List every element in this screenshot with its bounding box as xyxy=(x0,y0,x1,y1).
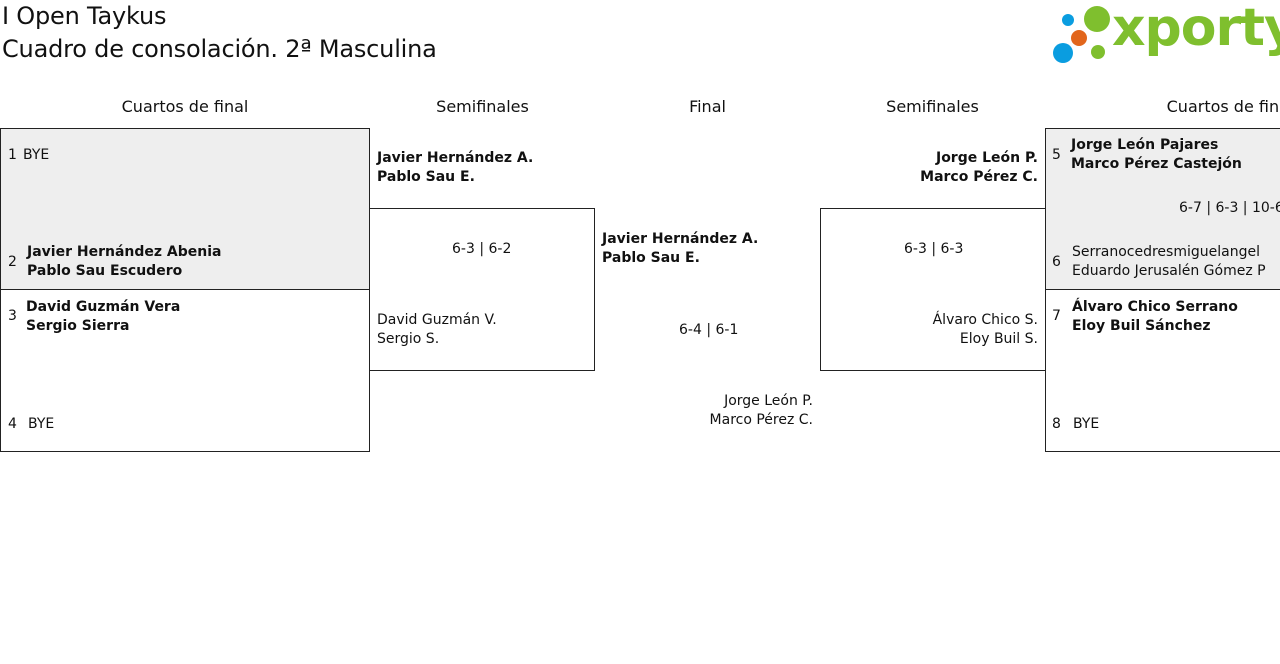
qf-right-content: 5 Jorge León Pajares Marco Pérez Castejó… xyxy=(1045,128,1280,452)
xporty-logo: xporty xyxy=(1050,0,1280,66)
seed-number: 4 xyxy=(8,416,17,432)
page-subtitle: Cuadro de consolación. 2ª Masculina xyxy=(2,35,437,63)
sf-right-team-top-2: Marco Pérez C. xyxy=(920,169,1038,185)
team-player-1: Serranocedresmiguelangel xyxy=(1072,244,1260,260)
team-bye: BYE xyxy=(28,416,55,432)
sf-right-team-bottom-2: Eloy Buil S. xyxy=(959,331,1038,347)
round-header-final: Final xyxy=(689,97,726,116)
qf-right-score: 6-7 | 6-3 | 10-6 xyxy=(1179,200,1280,216)
final-team-bottom-1: Jorge León P. xyxy=(724,393,813,409)
seed-number: 7 xyxy=(1052,308,1061,324)
team-player-2: Pablo Sau Escudero xyxy=(27,263,183,279)
team-player-2: Marco Pérez Castejón xyxy=(1071,156,1242,172)
team-player-1: Álvaro Chico Serrano xyxy=(1072,299,1238,315)
seed-number: 8 xyxy=(1052,416,1061,432)
page-title: I Open Taykus xyxy=(2,2,167,30)
sf-left-team-top-1: Javier Hernández A. xyxy=(377,150,534,166)
sf-right-team-bottom-1: Álvaro Chico S. xyxy=(932,312,1038,328)
round-header-right-sf: Semifinales xyxy=(886,97,979,116)
round-header-right-qf: Cuartos de final xyxy=(1166,97,1280,116)
sf-right-team-top-1: Jorge León P. xyxy=(935,150,1038,166)
qf-left-match-1[interactable] xyxy=(0,128,370,290)
sf-left-match[interactable] xyxy=(369,208,595,371)
round-header-left-qf: Cuartos de final xyxy=(121,97,249,116)
final-team-top-1: Javier Hernández A. xyxy=(602,231,759,247)
team-player-1: Jorge León Pajares xyxy=(1071,137,1219,153)
team-player-1: David Guzmán Vera xyxy=(26,299,181,315)
team-player-1: Javier Hernández Abenia xyxy=(27,244,222,260)
logo-wordmark: xporty xyxy=(1112,0,1280,58)
seed-number: 2 xyxy=(8,254,17,270)
seed-number: 5 xyxy=(1052,147,1061,163)
seed-number: 6 xyxy=(1052,254,1061,270)
final-team-top-2: Pablo Sau E. xyxy=(602,250,700,266)
sf-left-team-bottom-1: David Guzmán V. xyxy=(377,312,497,328)
team-player-2: Eloy Buil Sánchez xyxy=(1072,318,1211,334)
final-team-bottom-2: Marco Pérez C. xyxy=(709,412,813,428)
seed-number: 1 xyxy=(8,147,17,163)
sf-left-team-bottom-2: Sergio S. xyxy=(377,331,440,347)
team-player-2: Sergio Sierra xyxy=(26,318,130,334)
sf-left-score: 6-3 | 6-2 xyxy=(452,241,512,257)
team-bye: BYE xyxy=(1073,416,1100,432)
team-player-2: Eduardo Jerusalén Gómez P xyxy=(1072,263,1266,279)
team-bye: BYE xyxy=(23,147,50,163)
qf-right-match-1[interactable] xyxy=(1045,128,1280,290)
seed-number: 3 xyxy=(8,308,17,324)
logo-dots-icon xyxy=(1053,6,1110,63)
qf-right-match-2[interactable] xyxy=(1045,289,1280,452)
sf-left-team-top-2: Pablo Sau E. xyxy=(377,169,475,185)
sf-right-score: 6-3 | 6-3 xyxy=(904,241,964,257)
round-header-left-sf: Semifinales xyxy=(436,97,529,116)
final-score: 6-4 | 6-1 xyxy=(679,322,739,338)
